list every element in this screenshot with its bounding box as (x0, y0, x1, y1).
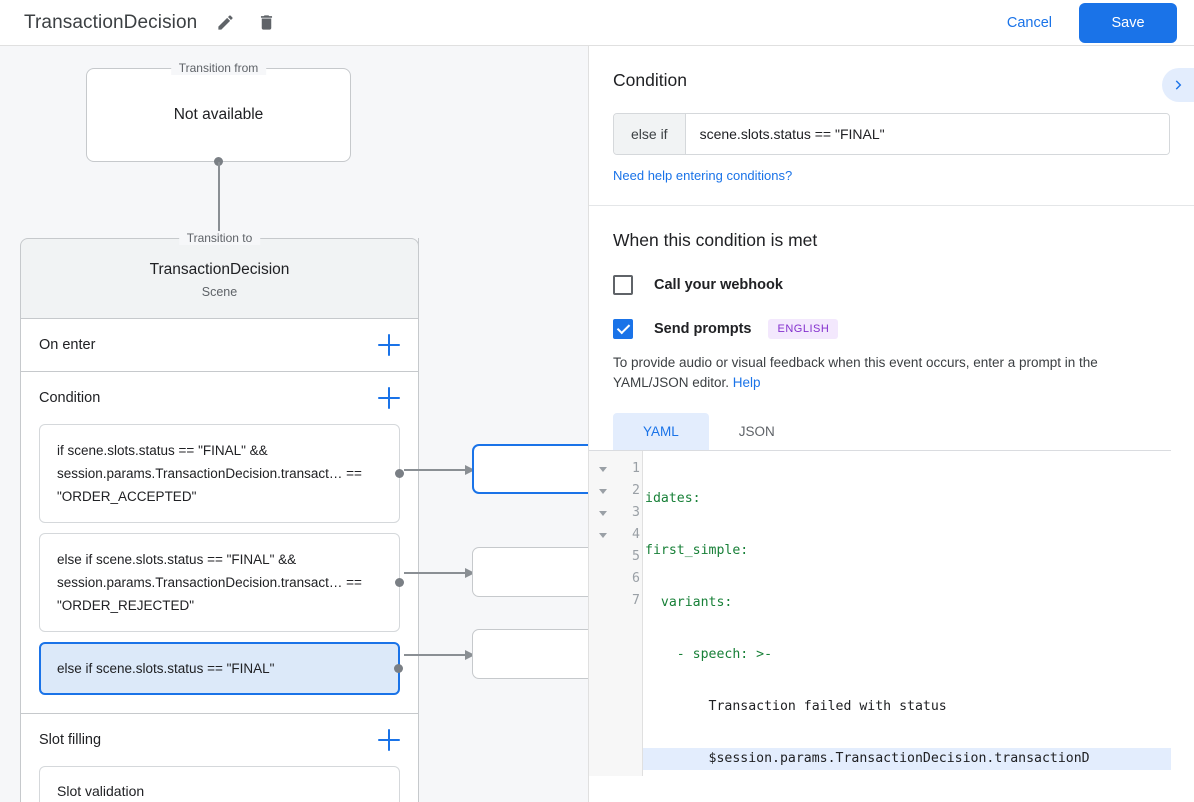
cancel-button[interactable]: Cancel (994, 6, 1065, 40)
prompts-help-link[interactable]: Help (732, 375, 761, 390)
target-node[interactable] (472, 547, 588, 597)
condition-help-link[interactable]: Need help entering conditions? (613, 168, 793, 183)
transition-to-legend: Transition to (178, 231, 261, 245)
transition-from-box: Transition from Not available (86, 61, 351, 162)
code-token-text: $session.params.TransactionDecision.tran… (645, 751, 1090, 766)
language-badge: ENGLISH (768, 319, 839, 339)
code-line-active: $session.params.TransactionDecision.tran… (643, 748, 1171, 770)
line-number: 2 (632, 483, 640, 498)
code-token-key: first_simple: (645, 543, 749, 558)
condition-item[interactable]: if scene.slots.status == "FINAL" && sess… (39, 424, 404, 523)
fold-spacer (589, 546, 617, 568)
transition-from-connector-dot (214, 157, 223, 166)
condition-input[interactable] (685, 114, 1169, 154)
condition-text: if scene.slots.status == "FINAL" && sess… (57, 443, 362, 504)
code-line: idates: (643, 488, 1171, 510)
condition-list: if scene.slots.status == "FINAL" && sess… (21, 424, 418, 713)
line-number: 3 (632, 505, 640, 520)
trash-icon[interactable] (252, 9, 280, 37)
condition-connector-dot (395, 578, 404, 587)
condition-input-row: else if (613, 113, 1170, 155)
when-met-heading: When this condition is met (613, 230, 818, 250)
when-condition-met-section: When this condition is met Call your web… (589, 230, 1194, 450)
fold-toggle[interactable] (589, 458, 617, 480)
scene-name: TransactionDecision (149, 260, 290, 278)
send-prompts-label: Send prompts (654, 321, 752, 337)
target-node[interactable] (472, 629, 588, 679)
add-condition-button[interactable] (378, 387, 400, 409)
prompts-hint-text: To provide audio or visual feedback when… (613, 355, 1098, 390)
line-number: 7 (632, 593, 640, 608)
code-token-key: variants: (645, 595, 733, 610)
line-number: 5 (632, 549, 640, 564)
condition-text: else if scene.slots.status == "FINAL" &&… (57, 552, 362, 613)
code-editor[interactable]: 1 2 3 4 5 6 7 idates: first_simple: vari… (589, 450, 1171, 776)
scene-card-stack: Transition to TransactionDecision Scene … (20, 231, 419, 802)
transition-from-legend: Transition from (170, 61, 267, 75)
save-button[interactable]: Save (1079, 2, 1177, 43)
send-prompts-checkbox[interactable] (613, 319, 633, 339)
fold-toggle[interactable] (589, 502, 617, 524)
details-panel: Condition else if Need help entering con… (588, 46, 1194, 802)
section-on-enter: On enter (20, 319, 419, 372)
tab-yaml[interactable]: YAML (613, 413, 709, 450)
add-slot-filling-button[interactable] (378, 729, 400, 751)
code-line: Transaction failed with status (643, 696, 1171, 718)
condition-prefix-label: else if (614, 114, 686, 154)
flow-arrow-right (404, 650, 475, 659)
code-line: first_simple: (643, 540, 1171, 562)
target-node-selected[interactable] (472, 444, 588, 494)
section-title-on-enter: On enter (39, 337, 96, 353)
webhook-row: Call your webhook (613, 275, 1170, 295)
scene-type: Scene (201, 284, 238, 299)
fold-spacer (589, 568, 617, 590)
condition-text: else if scene.slots.status == "FINAL" (57, 661, 275, 676)
condition-item[interactable]: else if scene.slots.status == "FINAL" &&… (39, 533, 404, 632)
section-title-condition: Condition (39, 390, 101, 406)
pencil-icon[interactable] (211, 9, 239, 37)
condition-item-selected[interactable]: else if scene.slots.status == "FINAL" (39, 642, 403, 695)
call-webhook-checkbox[interactable] (613, 275, 633, 295)
code-token-key: idates: (645, 491, 701, 506)
section-condition: Condition if scene.slots.status == "FINA… (20, 372, 419, 714)
line-number: 4 (632, 527, 640, 542)
chevron-right-icon[interactable] (1162, 68, 1194, 102)
fold-toggle[interactable] (589, 524, 617, 546)
scene-flow-canvas: Transition from Not available Transition… (0, 46, 588, 802)
header-actions: Cancel Save (994, 2, 1177, 43)
code-line: variants: (643, 592, 1171, 614)
editor-format-tabs: YAML JSON (613, 413, 1170, 450)
transition-to-box[interactable]: Transition to TransactionDecision Scene (20, 231, 419, 319)
send-prompts-row: Send prompts ENGLISH (613, 319, 1170, 339)
app-header: TransactionDecision Cancel Save (0, 0, 1194, 46)
page-title: TransactionDecision (24, 11, 198, 33)
code-line: - speech: >- (643, 644, 1171, 666)
slot-filling-list: Slot validation (21, 766, 418, 802)
condition-connector-dot (394, 664, 403, 673)
panel-divider (589, 205, 1194, 206)
section-title-slot-filling: Slot filling (39, 732, 102, 748)
fold-toggle[interactable] (589, 480, 617, 502)
line-number: 1 (632, 461, 640, 476)
slot-validation-item[interactable]: Slot validation (39, 766, 400, 802)
condition-heading: Condition (613, 70, 687, 90)
line-number: 6 (632, 571, 640, 586)
editor-fold-gutter (589, 451, 617, 776)
fold-spacer (589, 590, 617, 612)
editor-line-numbers: 1 2 3 4 5 6 7 (617, 451, 643, 776)
section-slot-filling: Slot filling Slot validation (20, 714, 419, 802)
tab-json[interactable]: JSON (738, 424, 775, 439)
call-webhook-label: Call your webhook (654, 277, 783, 293)
transition-from-value: Not available (173, 106, 264, 123)
condition-connector-dot (395, 469, 404, 478)
add-on-enter-button[interactable] (378, 334, 400, 356)
code-token-text: Transaction failed with status (645, 699, 947, 714)
prompts-hint: To provide audio or visual feedback when… (613, 353, 1170, 393)
flow-arrow-right (404, 465, 475, 474)
code-token-key: - speech: >- (645, 647, 773, 662)
condition-section: Condition else if Need help entering con… (589, 46, 1194, 206)
editor-code-area[interactable]: idates: first_simple: variants: - speech… (643, 451, 1171, 776)
flow-arrow-right (404, 568, 475, 577)
